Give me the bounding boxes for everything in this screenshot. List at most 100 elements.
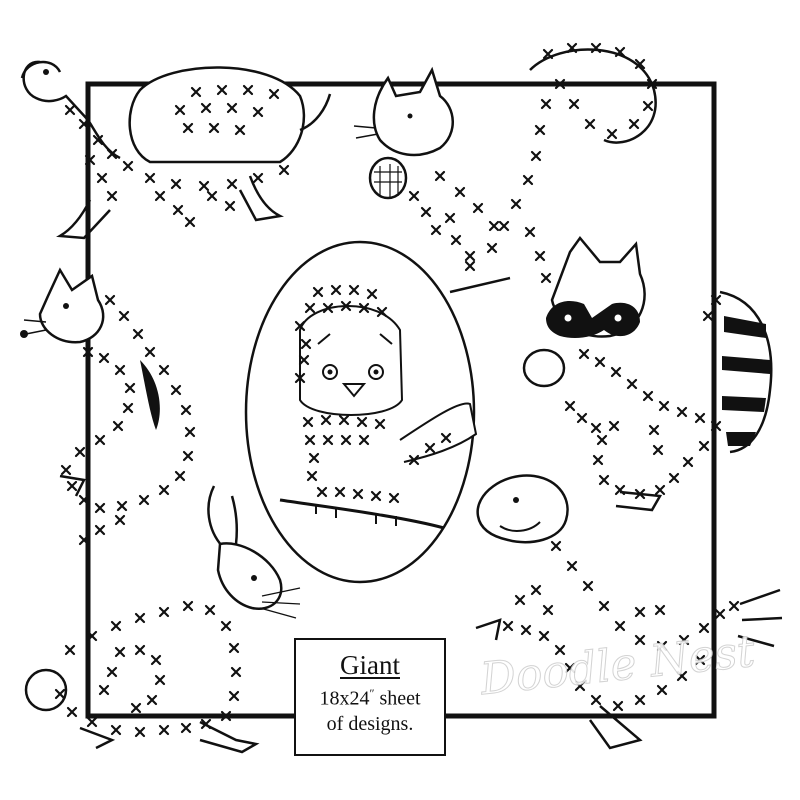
cross-stitch-mark <box>606 128 618 140</box>
cross-stitch-mark <box>198 180 210 192</box>
cross-stitch-mark <box>122 402 134 414</box>
cross-stitch-mark <box>110 724 122 736</box>
cross-stitch-mark <box>592 454 604 466</box>
cross-stitch-mark <box>590 694 602 706</box>
cross-stitch-mark <box>698 440 710 452</box>
cross-stitch-mark <box>226 178 238 190</box>
cross-stitch-mark <box>510 198 522 210</box>
cross-stitch-mark <box>550 540 562 552</box>
cross-stitch-mark <box>634 694 646 706</box>
cross-stitch-mark <box>714 608 726 620</box>
cross-stitch-mark <box>668 472 680 484</box>
sheet-size-label: Giant 18x24″ sheet of designs. <box>294 638 446 756</box>
cross-stitch-mark <box>608 420 620 432</box>
cross-stitch-mark <box>110 620 122 632</box>
cross-stitch-mark <box>658 400 670 412</box>
cross-stitch-mark <box>628 118 640 130</box>
size-number-1: 18 <box>319 687 340 710</box>
cross-stitch-mark <box>130 702 142 714</box>
cross-stitch-mark <box>534 250 546 262</box>
cross-stitch-mark <box>444 212 456 224</box>
cross-stitch-mark <box>60 464 72 476</box>
squirrel-design <box>353 42 658 294</box>
cross-stitch-mark <box>224 200 236 212</box>
cross-stitch-mark <box>582 580 594 592</box>
cross-stitch-mark <box>530 150 542 162</box>
cross-stitch-mark <box>106 666 118 678</box>
cross-stitch-mark <box>642 390 654 402</box>
cross-stitch-mark <box>228 690 240 702</box>
cross-stitch-mark <box>64 104 76 116</box>
cross-stitch-mark <box>94 434 106 446</box>
cross-stitch-mark <box>150 654 162 666</box>
cross-stitch-mark <box>578 348 590 360</box>
cross-stitch-mark <box>154 190 166 202</box>
cross-stitch-mark <box>144 172 156 184</box>
cross-stitch-mark <box>654 604 666 616</box>
cross-stitch-mark <box>64 644 76 656</box>
cross-stitch-mark <box>180 404 192 416</box>
cross-stitch-mark <box>132 328 144 340</box>
inch-mark: ″ <box>369 686 375 700</box>
cross-stitch-mark <box>610 366 622 378</box>
turtle-design <box>20 60 332 240</box>
cross-stitch-mark <box>614 620 626 632</box>
cross-stitch-mark <box>182 450 194 462</box>
cross-stitch-mark <box>472 202 484 214</box>
chipmunk-design <box>20 267 196 546</box>
cross-stitch-mark <box>488 220 500 232</box>
cross-stitch-mark <box>106 190 118 202</box>
cross-stitch-mark <box>182 600 194 612</box>
cross-stitch-mark <box>158 606 170 618</box>
cross-stitch-mark <box>408 190 420 202</box>
cross-stitch-mark <box>134 644 146 656</box>
label-designs-line: of designs. <box>326 712 414 735</box>
cross-stitch-mark <box>434 170 446 182</box>
cross-stitch-mark <box>584 118 596 130</box>
cross-stitch-mark <box>174 470 186 482</box>
cross-stitch-mark <box>538 630 550 642</box>
cross-stitch-mark <box>118 310 130 322</box>
cross-stitch-mark <box>568 98 580 110</box>
cross-stitch-mark <box>542 604 554 616</box>
cross-stitch-mark <box>464 260 476 272</box>
cross-stitch-mark <box>598 600 610 612</box>
cross-stitch-mark <box>158 364 170 376</box>
cross-stitch-mark <box>626 378 638 390</box>
cross-stitch-mark <box>170 384 182 396</box>
cross-stitch-mark <box>522 174 534 186</box>
label-size-line: 18x24″ sheet <box>296 681 444 712</box>
cross-stitch-mark <box>514 594 526 606</box>
cross-stitch-mark <box>656 684 668 696</box>
cross-stitch-mark <box>596 434 608 446</box>
cross-stitch-mark <box>648 424 660 436</box>
cross-stitch-mark <box>486 242 498 254</box>
cross-stitch-mark <box>124 382 136 394</box>
cross-stitch-mark <box>252 172 264 184</box>
cross-stitch-mark <box>206 190 218 202</box>
cross-stitch-mark <box>220 620 232 632</box>
cross-stitch-mark <box>158 724 170 736</box>
label-title: Giant <box>340 650 400 680</box>
cross-stitch-mark <box>576 412 588 424</box>
cross-stitch-mark <box>676 406 688 418</box>
cross-stitch-mark <box>652 444 664 456</box>
cross-stitch-mark <box>540 272 552 284</box>
cross-stitch-mark <box>524 226 536 238</box>
cross-stitch-mark <box>184 426 196 438</box>
cross-stitch-mark <box>66 706 78 718</box>
cross-stitch-mark <box>534 124 546 136</box>
cross-stitch-mark <box>590 422 602 434</box>
cross-stitch-mark <box>430 224 442 236</box>
cross-stitch-mark <box>682 456 694 468</box>
cross-stitch-mark <box>146 694 158 706</box>
owl-design <box>244 240 478 584</box>
cross-stitch-mark <box>598 474 610 486</box>
cross-stitch-mark <box>66 480 78 492</box>
cross-stitch-mark <box>278 164 290 176</box>
cross-stitch-mark <box>144 346 156 358</box>
cross-stitch-mark <box>112 420 124 432</box>
cross-stitch-mark <box>122 160 134 172</box>
cross-stitch-mark <box>694 412 706 424</box>
